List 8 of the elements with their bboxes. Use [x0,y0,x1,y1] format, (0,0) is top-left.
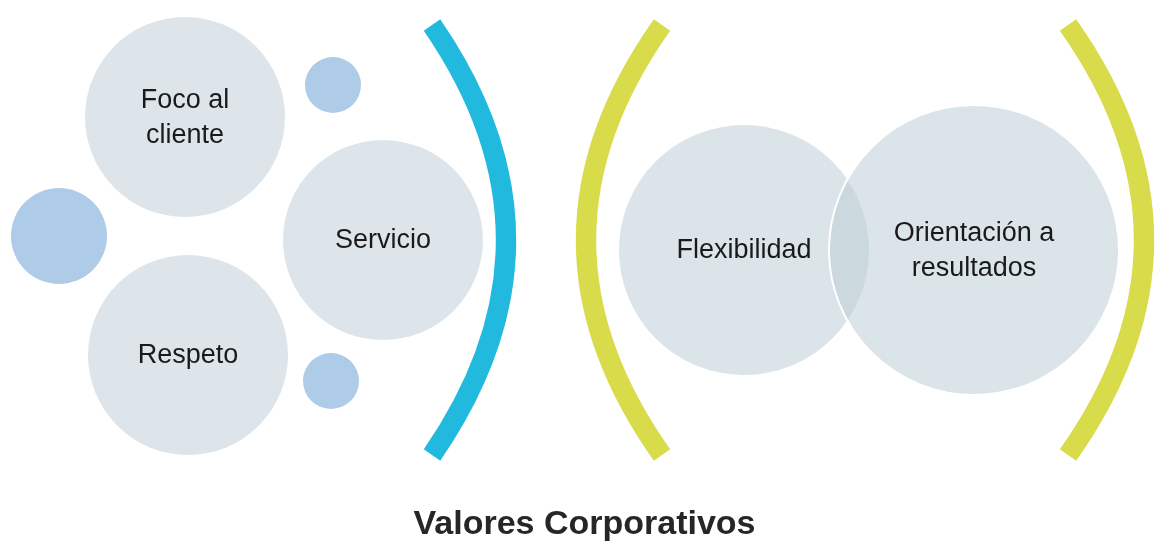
value-label: Orientación a resultados [892,215,1056,284]
decorative-circle [305,57,361,113]
decorative-circle [303,353,359,409]
value-label: Foco al cliente [139,82,231,151]
value-label: Servicio [335,223,431,257]
value-label: Flexibilidad [676,233,812,267]
value-label: Respeto [137,338,239,372]
diagram-title: Valores Corporativos [412,503,757,542]
